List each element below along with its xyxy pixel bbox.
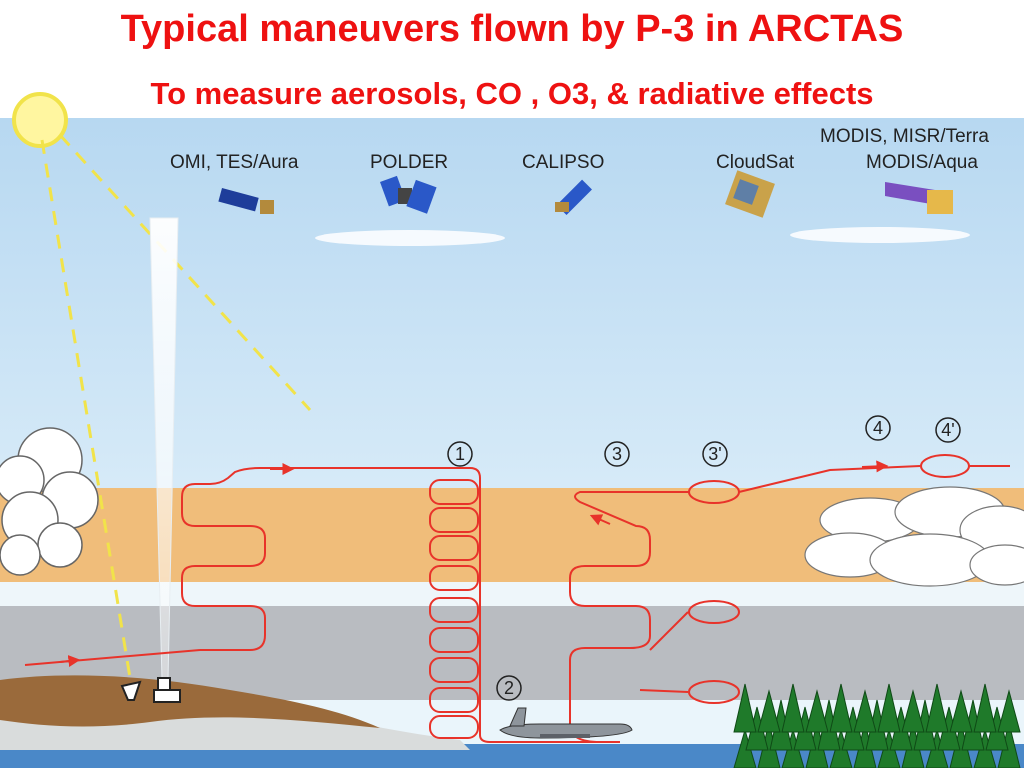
aura-satellite-icon <box>218 188 274 214</box>
cloudsat-satellite-icon <box>725 170 775 218</box>
satellite-label-cloudsat: CloudSat <box>716 152 795 173</box>
maneuver-3-path <box>569 491 690 743</box>
satellite-label-calipso: CALIPSO <box>522 152 604 173</box>
flight-arrow <box>589 514 611 526</box>
p3-aircraft-icon <box>499 707 633 739</box>
maneuver-label-4: 4 <box>865 415 891 441</box>
flight-paths <box>24 454 1010 743</box>
maneuver-3prime-connector <box>649 611 689 651</box>
satellite-label-aura: OMI, TES/Aura <box>170 152 299 173</box>
thin-cloud <box>315 230 505 246</box>
maneuver-3prime-loop <box>688 600 740 624</box>
flight-path-stair-ascent <box>181 467 470 651</box>
satellite-label-aqua: MODIS/Aqua <box>866 152 978 173</box>
conifer-tree-icon <box>757 689 781 733</box>
conifer-tree-icon <box>733 683 757 733</box>
polder-satellite-icon <box>380 175 437 214</box>
conifer-tree-icon <box>949 689 973 733</box>
maneuver-label-3: 3 <box>604 441 630 467</box>
maneuver-3prime-loop <box>688 680 740 704</box>
satellite-label-polder: POLDER <box>370 152 448 173</box>
sunbeam <box>40 139 134 691</box>
svg-text:4: 4 <box>873 418 883 438</box>
svg-text:4': 4' <box>941 420 954 440</box>
maneuver-1-loops <box>429 467 620 743</box>
lidar-station-icon <box>153 677 181 703</box>
sunbeam <box>58 133 312 412</box>
svg-text:1: 1 <box>455 444 465 464</box>
land-terrain <box>0 675 380 728</box>
maneuver-label-1: 1 <box>447 441 473 467</box>
flight-arrow <box>861 460 889 473</box>
conifer-tree-icon <box>829 683 853 733</box>
flight-path-approach <box>24 649 201 666</box>
flight-arrow <box>59 655 81 668</box>
maneuver-3prime-connector <box>639 689 689 693</box>
conifer-tree-icon <box>973 683 997 733</box>
conifer-tree-icon <box>805 689 829 733</box>
cumulus-cloud <box>0 427 99 576</box>
satellite-label-terra: MODIS, MISR/Terra <box>820 126 989 147</box>
clean-layer <box>0 582 1024 606</box>
forest <box>733 683 1021 768</box>
page-subtitle: To measure aerosols, CO , O3, & radiativ… <box>150 76 874 111</box>
page-title: Typical maneuvers flown by P-3 in ARCTAS <box>120 8 904 50</box>
maneuver-label-3prime: 3' <box>702 441 728 467</box>
conifer-tree-icon <box>781 683 805 733</box>
terra-aqua-satellite-icon <box>885 182 953 214</box>
maneuver-4-path <box>738 465 921 493</box>
conifer-tree-icon <box>901 689 925 733</box>
svg-text:3: 3 <box>612 444 622 464</box>
conifer-tree-icon <box>925 683 949 733</box>
svg-text:3': 3' <box>708 444 721 464</box>
calipso-satellite-icon <box>555 179 592 215</box>
conifer-tree-icon <box>997 689 1021 733</box>
thin-cloud <box>790 227 970 243</box>
maneuver-label-2: 2 <box>496 675 522 701</box>
sun-icon <box>12 92 68 148</box>
conifer-tree-icon <box>853 689 877 733</box>
maneuver-label-4prime: 4' <box>935 417 961 443</box>
sunphotometer-icon <box>120 680 142 701</box>
conifer-tree-icon <box>877 683 901 733</box>
svg-text:2: 2 <box>504 678 514 698</box>
stratocumulus-cloud <box>804 486 1024 587</box>
